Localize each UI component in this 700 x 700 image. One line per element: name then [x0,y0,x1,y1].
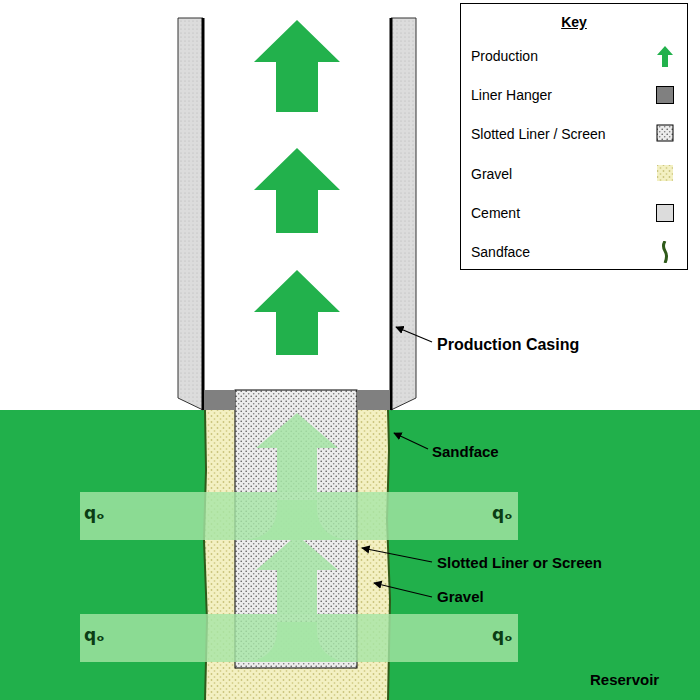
liner-sample [656,123,674,145]
legend-row: Gravel [471,159,677,189]
leader-lines [362,327,432,597]
flow-rate-label: qₒ [84,504,104,523]
legend-text: Gravel [471,166,512,182]
legend-row: Cement [471,198,677,228]
key-ground [460,3,688,270]
flow-rate-label: qₒ [492,504,512,523]
flow-rate-label: qₒ [492,626,512,645]
line-sample [656,241,674,263]
cement-wall [178,18,203,410]
reservoir-label: Reservoir [590,672,659,689]
inflow-bands [80,492,518,662]
production-casing [202,18,205,410]
production-casing [390,18,393,410]
production-arrows [254,20,340,355]
legend-swatch [656,86,674,104]
inflow-arrows [240,413,354,662]
arrow-sample [656,45,674,67]
legend-row: Slotted Liner / Screen [471,119,677,149]
gravel-sample [656,163,674,185]
legend-row: Liner Hanger [471,80,677,110]
legend-text: Production [471,48,538,64]
liner-label: Slotted Liner or Screen [437,555,602,572]
legend-text: Slotted Liner / Screen [471,126,606,142]
legend-text: Liner Hanger [471,87,552,103]
liner-hanger [357,390,389,410]
legend-row: Production [471,41,677,71]
key-box: KeyProductionLiner HangerSlotted Liner /… [460,3,688,270]
liner-hanger [205,390,235,410]
gravel-label: Gravel [437,589,484,606]
legend-text: Cement [471,205,520,221]
legend-text: Sandface [471,244,530,260]
casing-label: Production Casing [437,336,579,354]
cement-wall [391,18,416,410]
legend-swatch [656,204,674,222]
sandface-label: Sandface [432,444,499,461]
key-title: Key [461,14,687,30]
legend-row: Sandface [471,237,677,267]
flow-rate-label: qₒ [84,626,104,645]
